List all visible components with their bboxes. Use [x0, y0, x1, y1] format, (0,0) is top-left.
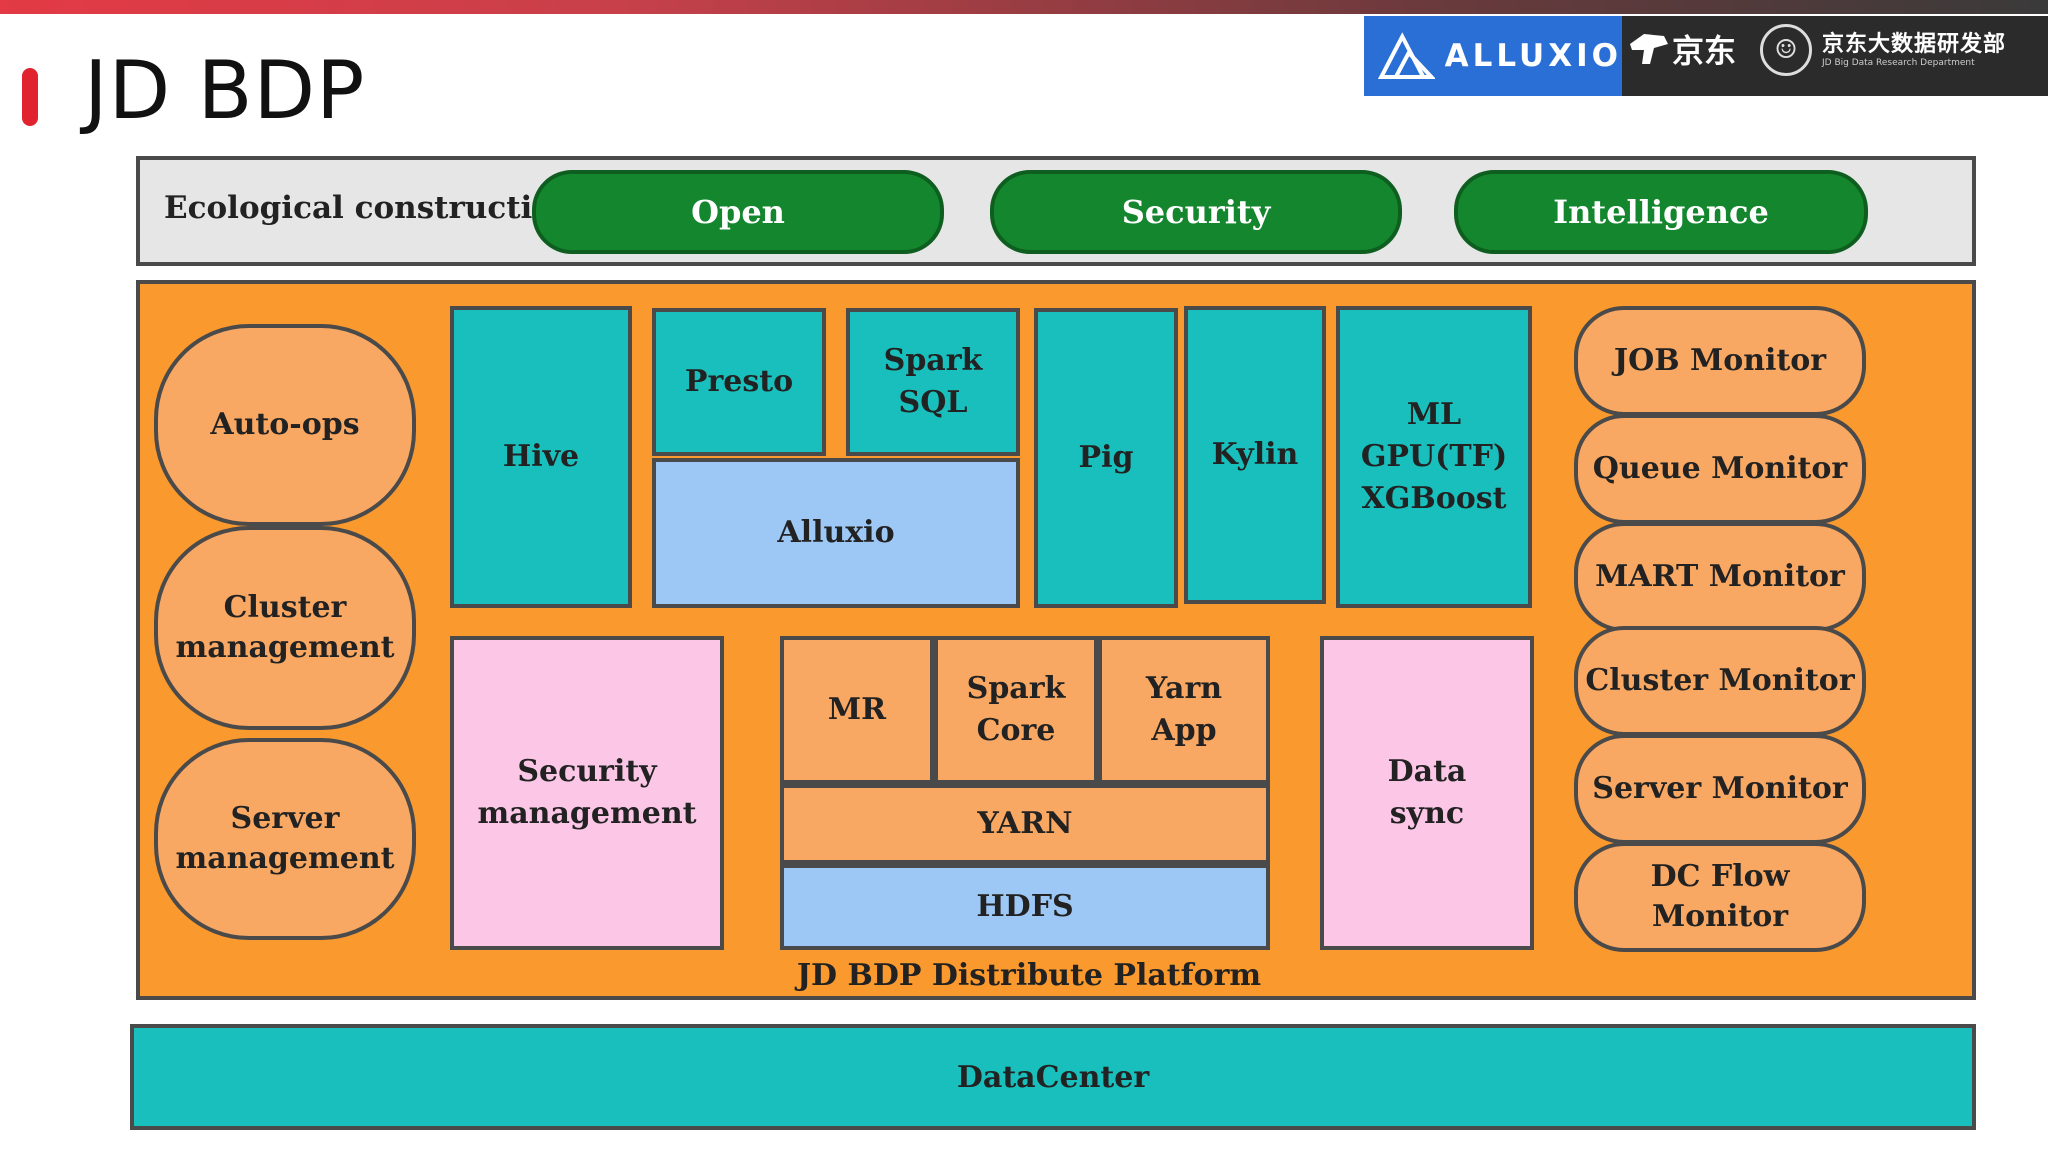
queue-monitor: Queue Monitor: [1574, 414, 1866, 524]
pillar-security: Security: [990, 170, 1402, 254]
alluxio-box: Alluxio: [652, 458, 1020, 608]
dept-emblem-icon: ☺: [1760, 24, 1812, 76]
presto-box: Presto: [652, 308, 826, 456]
server-monitor: Server Monitor: [1574, 734, 1866, 844]
mr-box: MR: [780, 636, 934, 784]
hive-box: Hive: [450, 306, 632, 608]
platform-label: JD BDP Distribute Platform: [796, 958, 1262, 993]
alluxio-mountain-icon: [1378, 32, 1435, 80]
datacenter-box: DataCenter: [130, 1024, 1976, 1130]
spark-sql-box: Spark SQL: [846, 308, 1020, 456]
ml-box: ML GPU(TF) XGBoost: [1336, 306, 1532, 608]
yarn-box: YARN: [780, 784, 1270, 864]
server-management: Server management: [154, 738, 416, 940]
jd-wordmark: 京东: [1672, 32, 1737, 70]
dc-flow-monitor: DC Flow Monitor: [1574, 842, 1866, 952]
mart-monitor: MART Monitor: [1574, 522, 1866, 632]
dept-name-cn: 京东大数据研发部: [1822, 32, 2007, 57]
hdfs-box: HDFS: [780, 864, 1270, 950]
ecology-label: Ecological construction: [164, 190, 576, 226]
pig-box: Pig: [1034, 308, 1178, 608]
spark-core-box: Spark Core: [934, 636, 1098, 784]
data-sync-box: Data sync: [1320, 636, 1534, 950]
alluxio-logo: ALLUXIO: [1364, 16, 1622, 96]
alluxio-wordmark: ALLUXIO: [1444, 38, 1622, 74]
dept-name-en: JD Big Data Research Department: [1822, 58, 1975, 68]
slide-title: JD BDP: [84, 44, 366, 137]
job-monitor: JOB Monitor: [1574, 306, 1866, 416]
title-accent-marker: [22, 68, 38, 126]
pillar-intelligence: Intelligence: [1454, 170, 1868, 254]
cluster-management: Cluster management: [154, 526, 416, 730]
pillar-open: Open: [532, 170, 944, 254]
jd-dog-icon: [1630, 34, 1668, 64]
auto-ops: Auto-ops: [154, 324, 416, 526]
cluster-monitor: Cluster Monitor: [1574, 626, 1866, 736]
top-accent-bar: [0, 0, 2048, 14]
security-management-box: Security management: [450, 636, 724, 950]
yarn-app-box: Yarn App: [1098, 636, 1270, 784]
kylin-box: Kylin: [1184, 306, 1326, 604]
